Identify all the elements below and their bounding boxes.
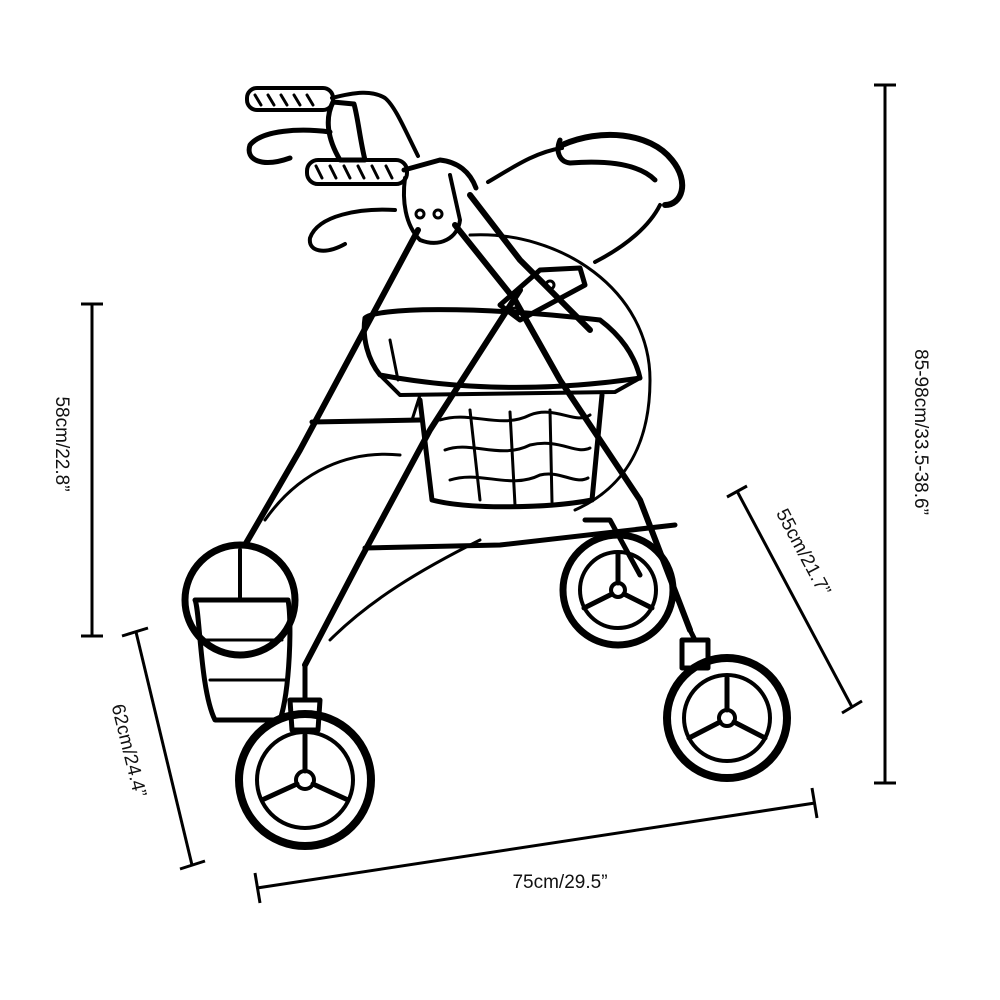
rear-left-wheel [181, 541, 299, 723]
dimension-side-depth: 62cm/24.4” [107, 626, 206, 871]
seat [361, 307, 643, 422]
basket [417, 392, 605, 510]
backrest [486, 131, 686, 264]
dimension-seat-height: 58cm/22.8” [51, 302, 103, 638]
rear-handle [245, 86, 420, 165]
front-right-wheel [663, 627, 791, 782]
dimension-front-width: 75cm/29.5” [253, 787, 819, 904]
front-handle [305, 157, 479, 253]
dimension-seat-height-label: 58cm/22.8” [51, 396, 72, 491]
rear-right-wheel [559, 517, 677, 649]
dimension-seat-width-label: 55cm/21.7” [771, 506, 834, 600]
dimension-total-height: 85-98cm/33.5-38.6” [874, 83, 931, 785]
dimension-front-width-label: 75cm/29.5” [512, 872, 607, 893]
dimension-total-height-label: 85-98cm/33.5-38.6” [910, 349, 931, 515]
rollator-illustration [181, 86, 791, 850]
dimension-side-depth-label: 62cm/24.4” [107, 702, 150, 799]
front-left-wheel [235, 662, 375, 850]
